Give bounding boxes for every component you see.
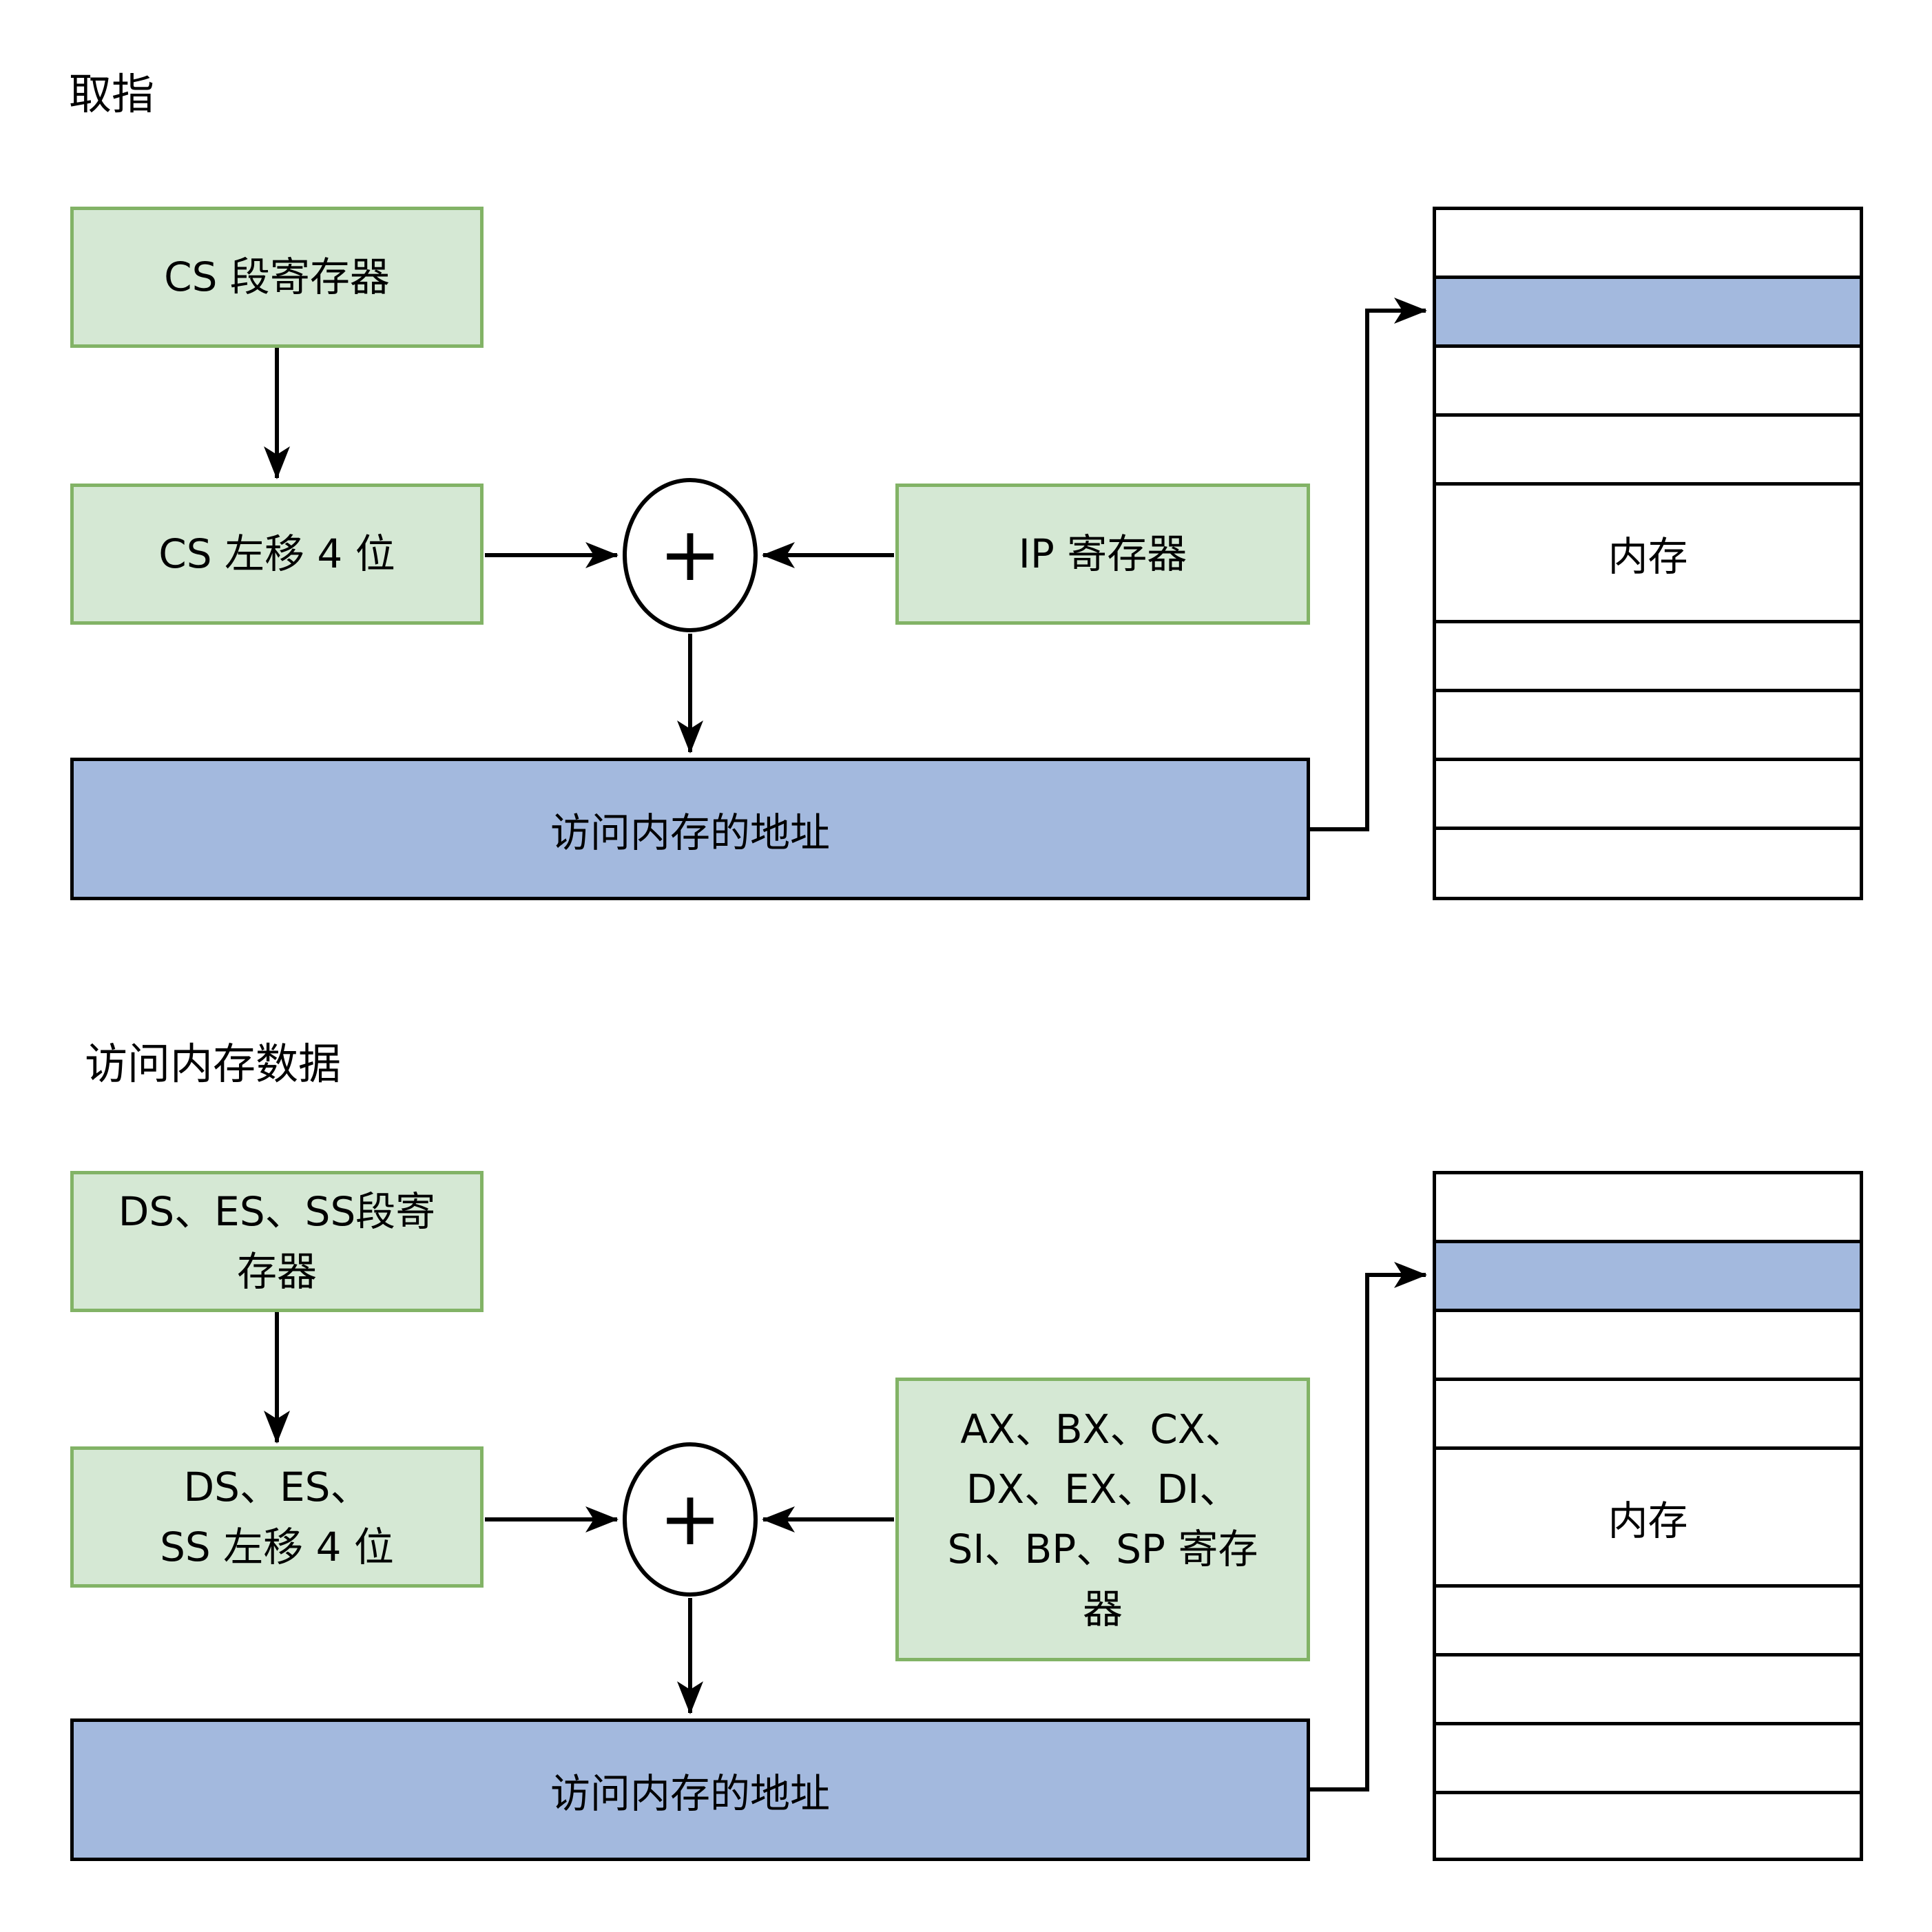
ip-register-label: IP 寄存器: [1018, 530, 1187, 577]
memory-row: [1436, 210, 1860, 279]
general-registers-line: SI、BP、SP 寄存: [947, 1526, 1258, 1572]
memory-row: [1436, 1174, 1860, 1243]
memory-row-label: 内存: [1436, 1450, 1860, 1588]
memory-row: [1436, 1588, 1860, 1656]
memory-table-fetch: 内存: [1433, 207, 1863, 900]
seg-registers-box: DS、ES、SS段寄 存器: [70, 1171, 484, 1312]
plus-sign-fetch: +: [658, 512, 722, 598]
memory-row-highlighted: [1436, 279, 1860, 348]
seg-registers-line: 存器: [236, 1247, 317, 1295]
memory-row: [1436, 830, 1860, 897]
seg-shift-box: DS、ES、 SS 左移 4 位: [70, 1446, 484, 1588]
memory-row: [1436, 623, 1860, 692]
memory-row: [1436, 1381, 1860, 1450]
seg-registers-line: DS、ES、SS段寄: [118, 1187, 436, 1235]
memory-row-label: 内存: [1436, 486, 1860, 623]
fetch-section-title: 取指: [69, 69, 155, 119]
memory-row: [1436, 1725, 1860, 1794]
cs-shift-box: CS 左移 4 位: [70, 484, 484, 625]
memory-row: [1436, 692, 1860, 761]
general-registers-line: 器: [1082, 1586, 1123, 1632]
memory-row: [1436, 417, 1860, 486]
memory-address-label-data: 访问内存的地址: [550, 1769, 830, 1817]
cs-shift-label: CS 左移 4 位: [158, 530, 395, 577]
connector-address-to-memory-data: [1310, 1262, 1427, 1791]
cs-segment-register-label: CS 段寄存器: [164, 253, 390, 300]
general-registers-line: AX、BX、CX、: [960, 1406, 1245, 1453]
memory-table-data: 内存: [1433, 1171, 1863, 1861]
memory-address-box-data: 访问内存的地址: [70, 1718, 1310, 1861]
data-access-section-title: 访问内存数据: [85, 1039, 342, 1089]
memory-address-label-fetch: 访问内存的地址: [550, 809, 830, 856]
plus-sign-data: +: [658, 1476, 722, 1562]
memory-row: [1436, 1656, 1860, 1725]
adder-circle-data: +: [623, 1442, 758, 1597]
general-registers-line: DX、EX、DI、: [966, 1466, 1240, 1513]
seg-shift-line: DS、ES、: [183, 1463, 371, 1510]
seg-shift-line: SS 左移 4 位: [160, 1523, 394, 1570]
general-registers-box: AX、BX、CX、 DX、EX、DI、 SI、BP、SP 寄存 器: [895, 1378, 1310, 1661]
memory-row: [1436, 348, 1860, 417]
connector-address-to-memory-fetch: [1310, 298, 1427, 831]
memory-row: [1436, 761, 1860, 830]
ip-register-box: IP 寄存器: [895, 484, 1310, 625]
memory-address-box-fetch: 访问内存的地址: [70, 758, 1310, 900]
cs-segment-register-box: CS 段寄存器: [70, 207, 484, 348]
memory-row: [1436, 1794, 1860, 1858]
memory-row-highlighted: [1436, 1243, 1860, 1312]
memory-row: [1436, 1312, 1860, 1381]
adder-circle-fetch: +: [623, 478, 758, 632]
